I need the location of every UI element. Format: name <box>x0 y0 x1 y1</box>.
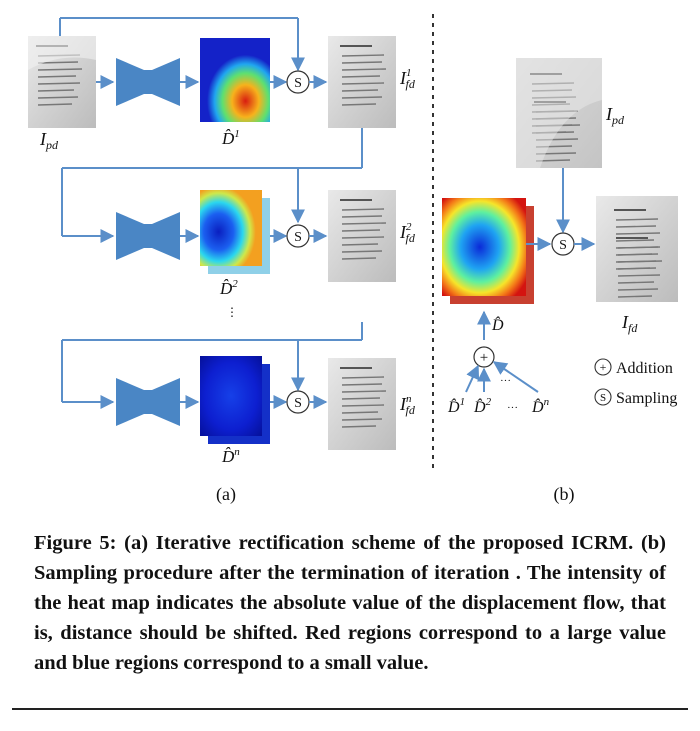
sum-dots-upper: ··· <box>500 375 511 387</box>
panel-b-label: (b) <box>554 484 575 505</box>
label-sum-d2: D̂2 <box>473 396 492 416</box>
sampling-symbol: S <box>294 76 302 91</box>
svg-text:S: S <box>600 392 606 404</box>
label-d1: D̂1 <box>221 128 240 148</box>
sum-dots: ··· <box>507 402 518 414</box>
label-ifd-b: Ifd <box>621 312 638 335</box>
sampling-symbol: S <box>559 238 567 253</box>
legend: + Addition S Sampling <box>594 358 677 407</box>
label-d2: D̂2 <box>219 278 238 298</box>
output-document-image-1 <box>328 36 396 128</box>
legend-sampling-label: Sampling <box>616 390 677 407</box>
label-ipd-b: Ipd <box>605 104 625 127</box>
label-ipd: Ipd <box>39 129 59 152</box>
addition-node <box>473 346 495 368</box>
panel-a-label: (a) <box>216 484 236 505</box>
heatmap-dn <box>200 356 262 436</box>
heatmap-d1 <box>200 38 270 122</box>
sampling-symbol: S <box>294 396 302 411</box>
svg-text:+: + <box>600 360 607 374</box>
sampling-legend-icon <box>594 388 612 406</box>
legend-addition-label: Addition <box>616 360 673 377</box>
heatmap-d-total <box>442 198 526 296</box>
sampling-symbol: S <box>294 230 302 245</box>
network-icon <box>116 378 180 426</box>
output-document-image-n <box>328 358 396 450</box>
addition-symbol: + <box>480 350 488 366</box>
label-sum-dn: D̂n <box>531 396 550 416</box>
addition-legend-icon <box>594 358 612 376</box>
output-document-image-b <box>596 196 678 302</box>
panel-b: Ipd S Ifd D̂ + ··· D̂1 D̂2 ··· D̂n + Add… <box>442 58 678 416</box>
network-icon <box>116 212 180 260</box>
figure-caption: Figure 5: (a) Iterative rectification sc… <box>34 532 666 674</box>
label-d-hat-b: D̂ <box>491 315 504 334</box>
heatmap-d2 <box>200 190 262 266</box>
label-dn: D̂n <box>221 446 240 466</box>
bottom-rule <box>12 708 688 710</box>
vdots: ⋮ <box>226 305 238 319</box>
label-sum-d1: D̂1 <box>447 396 465 416</box>
network-icon <box>116 58 180 106</box>
output-document-image-2 <box>328 190 396 282</box>
